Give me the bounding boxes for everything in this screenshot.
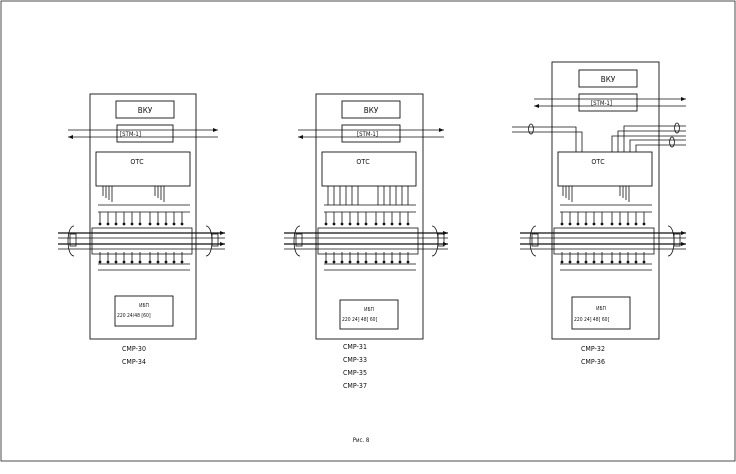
arrow-icon	[68, 135, 73, 139]
arrow-icon	[213, 128, 218, 132]
unit-middle-name-3: СМР-35	[343, 369, 367, 377]
unit-middle-bus	[284, 225, 448, 257]
unit-left-otc-box	[95, 151, 191, 187]
unit-left-port-tree	[98, 186, 190, 271]
unit-left-otc-label: ОТС	[130, 158, 144, 166]
unit-middle-name-4: СМР-37	[343, 382, 367, 390]
unit-middle-stm-box	[341, 124, 401, 143]
unit-right-name-1: СМР-32	[581, 345, 605, 353]
page-frame	[0, 0, 736, 462]
unit-middle-stm-label: [STM-1]	[357, 131, 378, 138]
arrow-icon	[298, 135, 303, 139]
unit-middle-otc-label: ОТС	[356, 158, 370, 166]
unit-middle-markers	[324, 222, 410, 264]
arrow-icon	[681, 97, 686, 101]
unit-right-power-box	[571, 296, 631, 330]
unit-right-stm-box	[578, 93, 638, 112]
unit-left: ВКУ [STM-1] ОТС	[58, 93, 225, 366]
unit-left-power-title: ИБП	[139, 303, 149, 309]
unit-left-power-box	[114, 295, 174, 327]
unit-left-power-sub: 220 24/48 [60]	[117, 313, 151, 319]
unit-middle-vku-box	[341, 100, 401, 119]
unit-right-markers	[560, 222, 646, 264]
unit-left-bus	[58, 225, 225, 257]
unit-middle-otc-box	[321, 151, 417, 187]
unit-left-name-1: СМР-30	[122, 345, 146, 353]
unit-left-stm-box	[116, 124, 174, 143]
unit-right-otc-label: ОТС	[591, 158, 605, 166]
unit-right-power-sub: 220 24] 48] 60]	[574, 317, 610, 323]
unit-left-markers	[98, 222, 184, 264]
unit-right-stm-label: [STM-1]	[591, 100, 612, 107]
unit-right-otc-box	[557, 151, 653, 187]
unit-middle: ВКУ [STM-1] ОТС	[284, 93, 448, 390]
arrow-icon	[439, 128, 444, 132]
unit-right-name-2: СМР-36	[581, 358, 605, 366]
unit-left-vku-label: ВКУ	[138, 106, 153, 115]
unit-right: ВКУ [STM-1] ОТС	[512, 61, 686, 366]
unit-middle-power-box	[339, 299, 399, 330]
unit-right-vku-box	[578, 69, 638, 88]
unit-middle-port-tree	[324, 186, 416, 271]
unit-middle-name-2: СМР-33	[343, 356, 367, 364]
unit-right-bus	[520, 225, 686, 257]
arrow-icon	[534, 104, 539, 108]
unit-right-port-tree	[560, 186, 652, 271]
unit-middle-power-sub: 220 24] 48] 60]	[342, 317, 378, 323]
unit-middle-power-title: ИБП	[364, 307, 374, 313]
unit-left-stm-label: [STM-1]	[120, 131, 141, 138]
unit-middle-name-1: СМР-31	[343, 343, 367, 351]
unit-left-vku-box	[115, 100, 175, 119]
unit-right-power-title: ИБП	[596, 306, 606, 312]
unit-left-name-2: СМР-34	[122, 358, 146, 366]
unit-right-vku-label: ВКУ	[601, 75, 616, 84]
figure-caption: Рис. 8	[353, 437, 370, 444]
unit-right-optical-links	[512, 122, 686, 152]
unit-middle-vku-label: ВКУ	[364, 106, 379, 115]
